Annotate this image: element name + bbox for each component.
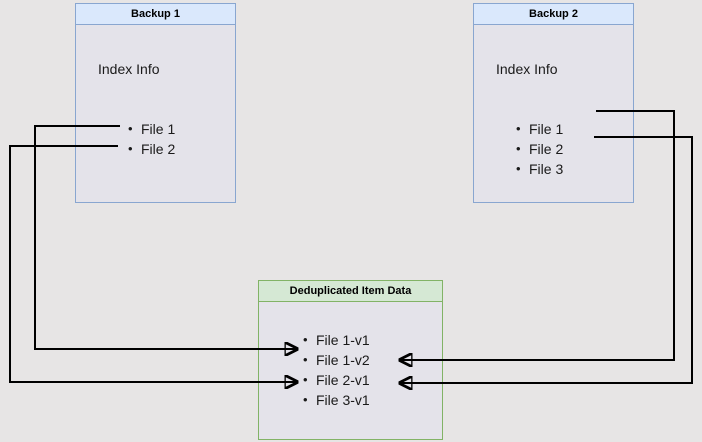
backup1-index-info-label: Index Info [98, 61, 160, 77]
backup2-file-list: File 1 File 2 File 3 [516, 119, 563, 179]
list-item[interactable]: File 2 [128, 139, 175, 159]
node-dedup[interactable]: Deduplicated Item Data File 1-v1 File 1-… [258, 280, 443, 440]
node-backup2[interactable]: Backup 2 Index Info File 1 File 2 File 3 [473, 3, 634, 203]
list-item[interactable]: File 1-v2 [303, 350, 370, 370]
node-backup1-header: Backup 1 [76, 4, 235, 25]
list-item[interactable]: File 1-v1 [303, 330, 370, 350]
node-backup2-body: Index Info File 1 File 2 File 3 [474, 25, 633, 202]
node-backup1-body: Index Info File 1 File 2 [76, 25, 235, 202]
backup1-file-list: File 1 File 2 [128, 119, 175, 159]
list-item[interactable]: File 3 [516, 159, 563, 179]
node-dedup-header: Deduplicated Item Data [259, 281, 442, 302]
node-backup1[interactable]: Backup 1 Index Info File 1 File 2 [75, 3, 236, 203]
list-item[interactable]: File 3-v1 [303, 390, 370, 410]
dedup-file-list: File 1-v1 File 1-v2 File 2-v1 File 3-v1 [303, 330, 370, 410]
list-item[interactable]: File 1 [516, 119, 563, 139]
node-backup2-header: Backup 2 [474, 4, 633, 25]
list-item[interactable]: File 2 [516, 139, 563, 159]
list-item[interactable]: File 1 [128, 119, 175, 139]
backup2-index-info-label: Index Info [496, 61, 558, 77]
node-dedup-body: File 1-v1 File 1-v2 File 2-v1 File 3-v1 [259, 302, 442, 439]
list-item[interactable]: File 2-v1 [303, 370, 370, 390]
